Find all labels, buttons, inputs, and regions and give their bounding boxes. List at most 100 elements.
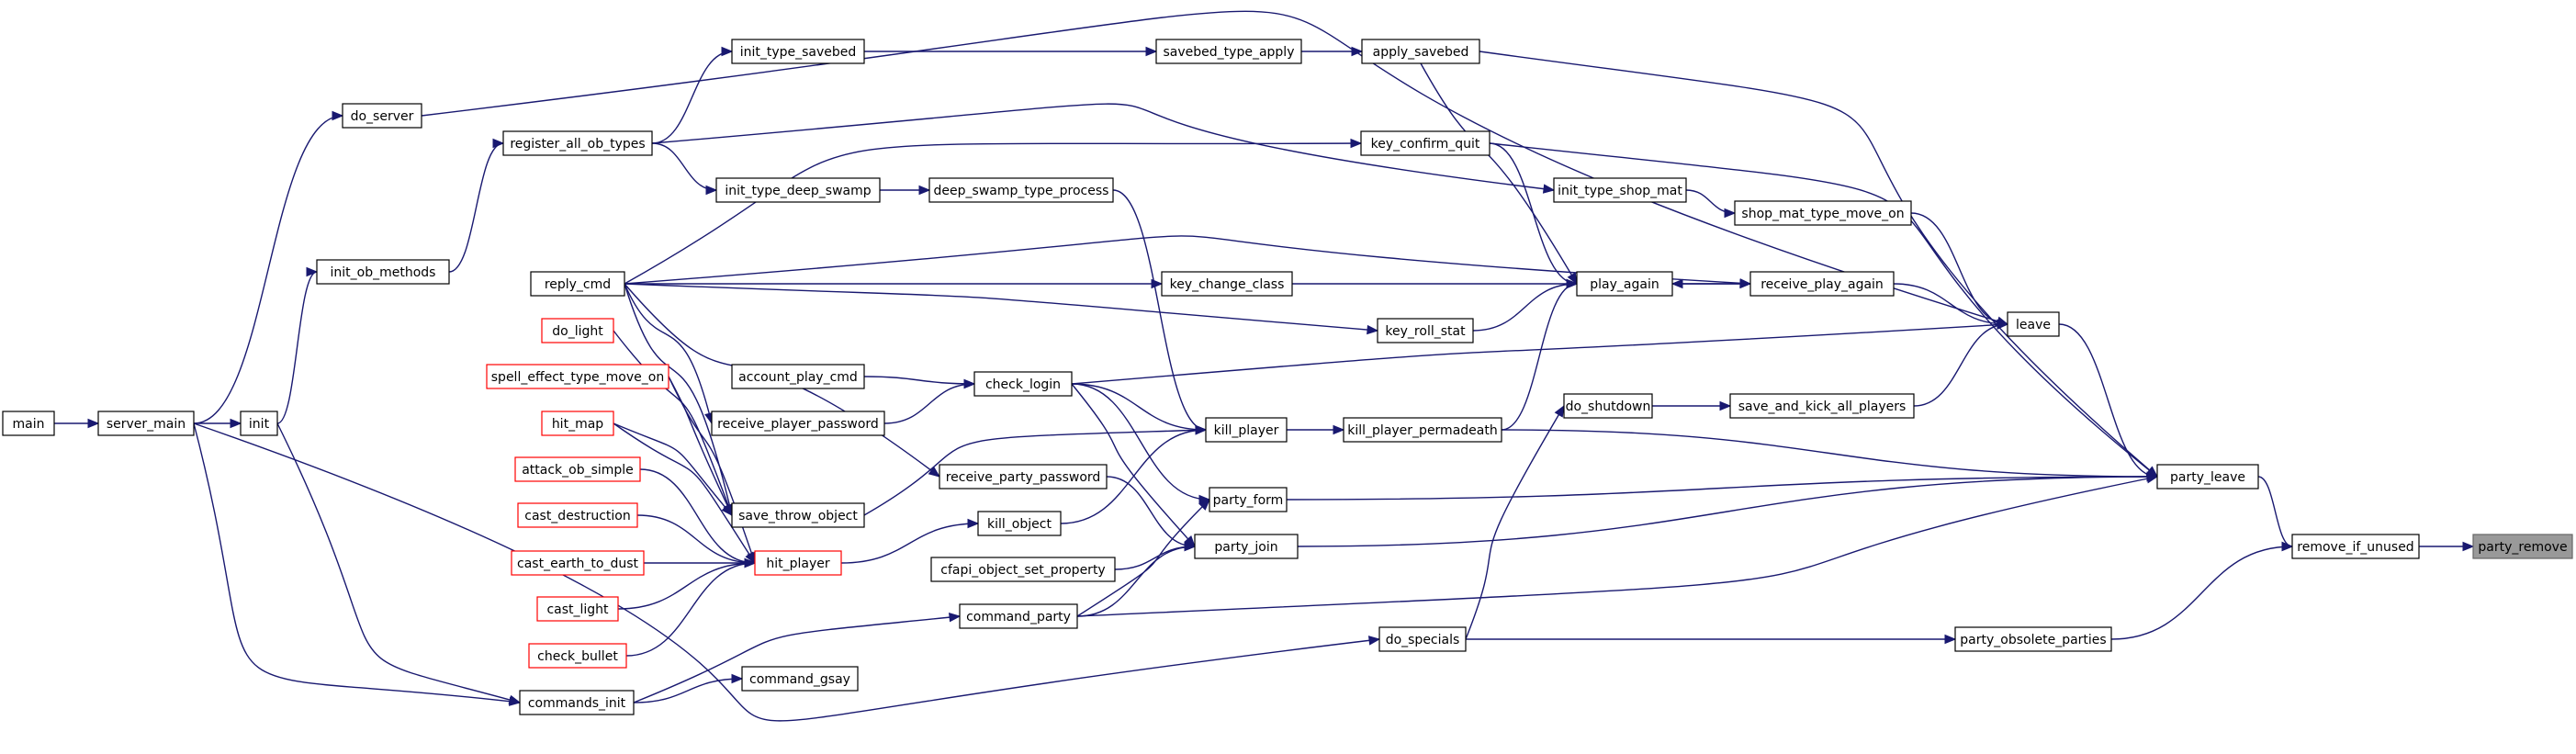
node-command-party[interactable]: command_party — [959, 603, 1078, 629]
node-label: reply_cmd — [545, 277, 611, 292]
node-apply-savebed[interactable]: apply_savebed — [1361, 39, 1480, 64]
node-kill-player[interactable]: kill_player — [1205, 417, 1288, 443]
node-receive-player-password[interactable]: receive_player_password — [711, 411, 885, 436]
node-label: register_all_ob_types — [510, 137, 645, 152]
node-label: cast_light — [546, 602, 609, 617]
node-init-type-shop-mat[interactable]: init_type_shop_mat — [1553, 177, 1687, 203]
node-kill-object[interactable]: kill_object — [977, 511, 1062, 536]
node-label: kill_object — [987, 517, 1052, 532]
node-party-leave[interactable]: party_leave — [2156, 464, 2259, 490]
node-box — [517, 502, 638, 528]
call-edge-hit_map-to-save_throw_object — [613, 422, 733, 516]
node-box — [731, 364, 865, 389]
node-spell-effect-type-move-on[interactable]: spell_effect_type_move_on — [486, 364, 669, 389]
node-label: cast_earth_to_dust — [517, 557, 638, 571]
node-box — [1155, 39, 1302, 64]
node-key-roll-stat[interactable]: key_roll_stat — [1377, 318, 1474, 343]
node-label: kill_player_permadeath — [1347, 423, 1497, 438]
node-box — [486, 364, 669, 389]
call-edge-check_bullet-to-hit_player — [625, 562, 756, 657]
arrowhead — [705, 185, 718, 196]
node-account-play-cmd[interactable]: account_play_cmd — [731, 364, 865, 389]
node-label: hit_player — [766, 557, 830, 571]
call-edge-party_leave-to-remove_if_unused — [2257, 476, 2293, 547]
node-kill-player-permadeath[interactable]: kill_player_permadeath — [1343, 417, 1502, 443]
node-init-ob-methods[interactable]: init_ob_methods — [316, 259, 450, 285]
node-main[interactable]: main — [2, 411, 55, 436]
node-check-bullet[interactable]: check_bullet — [528, 643, 627, 669]
node-check-login[interactable]: check_login — [973, 371, 1073, 397]
call-edge-reply_cmd-to-save_throw_object — [624, 283, 733, 516]
node-key-change-class[interactable]: key_change_class — [1161, 271, 1293, 297]
node-label: attack_ob_simple — [522, 463, 634, 478]
node-box — [977, 511, 1062, 536]
node-party-form[interactable]: party_form — [1209, 487, 1288, 512]
node-label: command_gsay — [749, 672, 850, 687]
call-edge-receive_play_again-to-leave — [1893, 283, 2008, 325]
node-server-main[interactable]: server_main — [97, 411, 195, 436]
node-commands-init[interactable]: commands_init — [519, 690, 635, 715]
call-edge-attack_ob_simple-to-hit_player — [639, 468, 756, 564]
node-label: check_login — [985, 377, 1061, 392]
node-label: command_party — [966, 610, 1071, 625]
node-party-remove[interactable]: party_remove — [2472, 534, 2573, 559]
node-box — [519, 690, 635, 715]
arrowhead — [1670, 278, 1683, 289]
call-edge-register_all_ob_types-to-init_type_deep_swamp — [651, 142, 717, 191]
node-init-type-deep-swamp[interactable]: init_type_deep_swamp — [715, 177, 881, 203]
arrowhead — [1566, 278, 1579, 289]
node-save-and-kick-all-players[interactable]: save_and_kick_all_players — [1729, 393, 1915, 419]
node-box — [711, 411, 885, 436]
node-box — [731, 502, 865, 528]
node-label: server_main — [107, 417, 186, 432]
node-box — [541, 318, 614, 343]
node-reply-cmd[interactable]: reply_cmd — [530, 271, 625, 297]
node-party-join[interactable]: party_join — [1194, 534, 1299, 559]
node-init-type-savebed[interactable]: init_type_savebed — [731, 39, 865, 64]
node-register-all-ob-types[interactable]: register_all_ob_types — [502, 130, 653, 156]
node-hit-map[interactable]: hit_map — [541, 411, 614, 436]
node-leave[interactable]: leave — [2007, 311, 2060, 337]
node-party-obsolete-parties[interactable]: party_obsolete_parties — [1954, 626, 2112, 652]
node-receive-party-password[interactable]: receive_party_password — [939, 464, 1108, 490]
node-receive-play-again[interactable]: receive_play_again — [1749, 271, 1895, 297]
call-edge-server_main-to-do_server — [193, 115, 343, 424]
node-label: play_again — [1590, 277, 1659, 292]
arrowhead — [1944, 634, 1957, 645]
node-do-light[interactable]: do_light — [541, 318, 614, 343]
node-command-gsay[interactable]: command_gsay — [741, 666, 859, 692]
call-edge-server_main-to-commands_init — [193, 422, 521, 703]
call-edge-leave-to-party_leave — [2058, 323, 2158, 478]
node-do-server[interactable]: do_server — [342, 103, 422, 129]
node-play-again[interactable]: play_again — [1576, 271, 1673, 297]
node-cast-destruction[interactable]: cast_destruction — [517, 502, 638, 528]
arrowhead — [949, 612, 962, 623]
node-cast-earth-to-dust[interactable]: cast_earth_to_dust — [511, 550, 645, 576]
node-cast-light[interactable]: cast_light — [536, 596, 619, 622]
node-init[interactable]: init — [240, 411, 278, 436]
node-attack-ob-simple[interactable]: attack_ob_simple — [514, 456, 641, 482]
node-cfapi-object-set-property[interactable]: cfapi_object_set_property — [930, 557, 1116, 582]
call-edge-apply_savebed-to-play_again — [1420, 62, 1578, 285]
node-shop-mat-type-move-on[interactable]: shop_mat_type_move_on — [1734, 200, 1912, 226]
node-key-confirm-quit[interactable]: key_confirm_quit — [1360, 130, 1490, 156]
node-label: do_server — [351, 109, 414, 124]
node-label: cast_destruction — [524, 509, 631, 523]
arrowhead — [1145, 46, 1158, 57]
node-deep-swamp-type-process[interactable]: deep_swamp_type_process — [928, 177, 1114, 203]
node-do-specials[interactable]: do_specials — [1378, 626, 1467, 652]
node-savebed-type-apply[interactable]: savebed_type_apply — [1155, 39, 1302, 64]
node-do-shutdown[interactable]: do_shutdown — [1563, 393, 1653, 419]
arrowhead — [87, 418, 100, 429]
node-save-throw-object[interactable]: save_throw_object — [731, 502, 865, 528]
node-label: account_play_cmd — [738, 370, 858, 385]
arrowhead — [1184, 541, 1197, 552]
call-edge-cast_light-to-hit_player — [617, 562, 756, 610]
node-hit-player[interactable]: hit_player — [754, 550, 842, 576]
call-edge-check_login-to-kill_player — [1071, 383, 1207, 431]
node-label: init_ob_methods — [331, 265, 436, 280]
node-box — [928, 177, 1114, 203]
node-label: kill_player — [1214, 423, 1279, 438]
node-remove-if-unused[interactable]: remove_if_unused — [2291, 534, 2420, 559]
